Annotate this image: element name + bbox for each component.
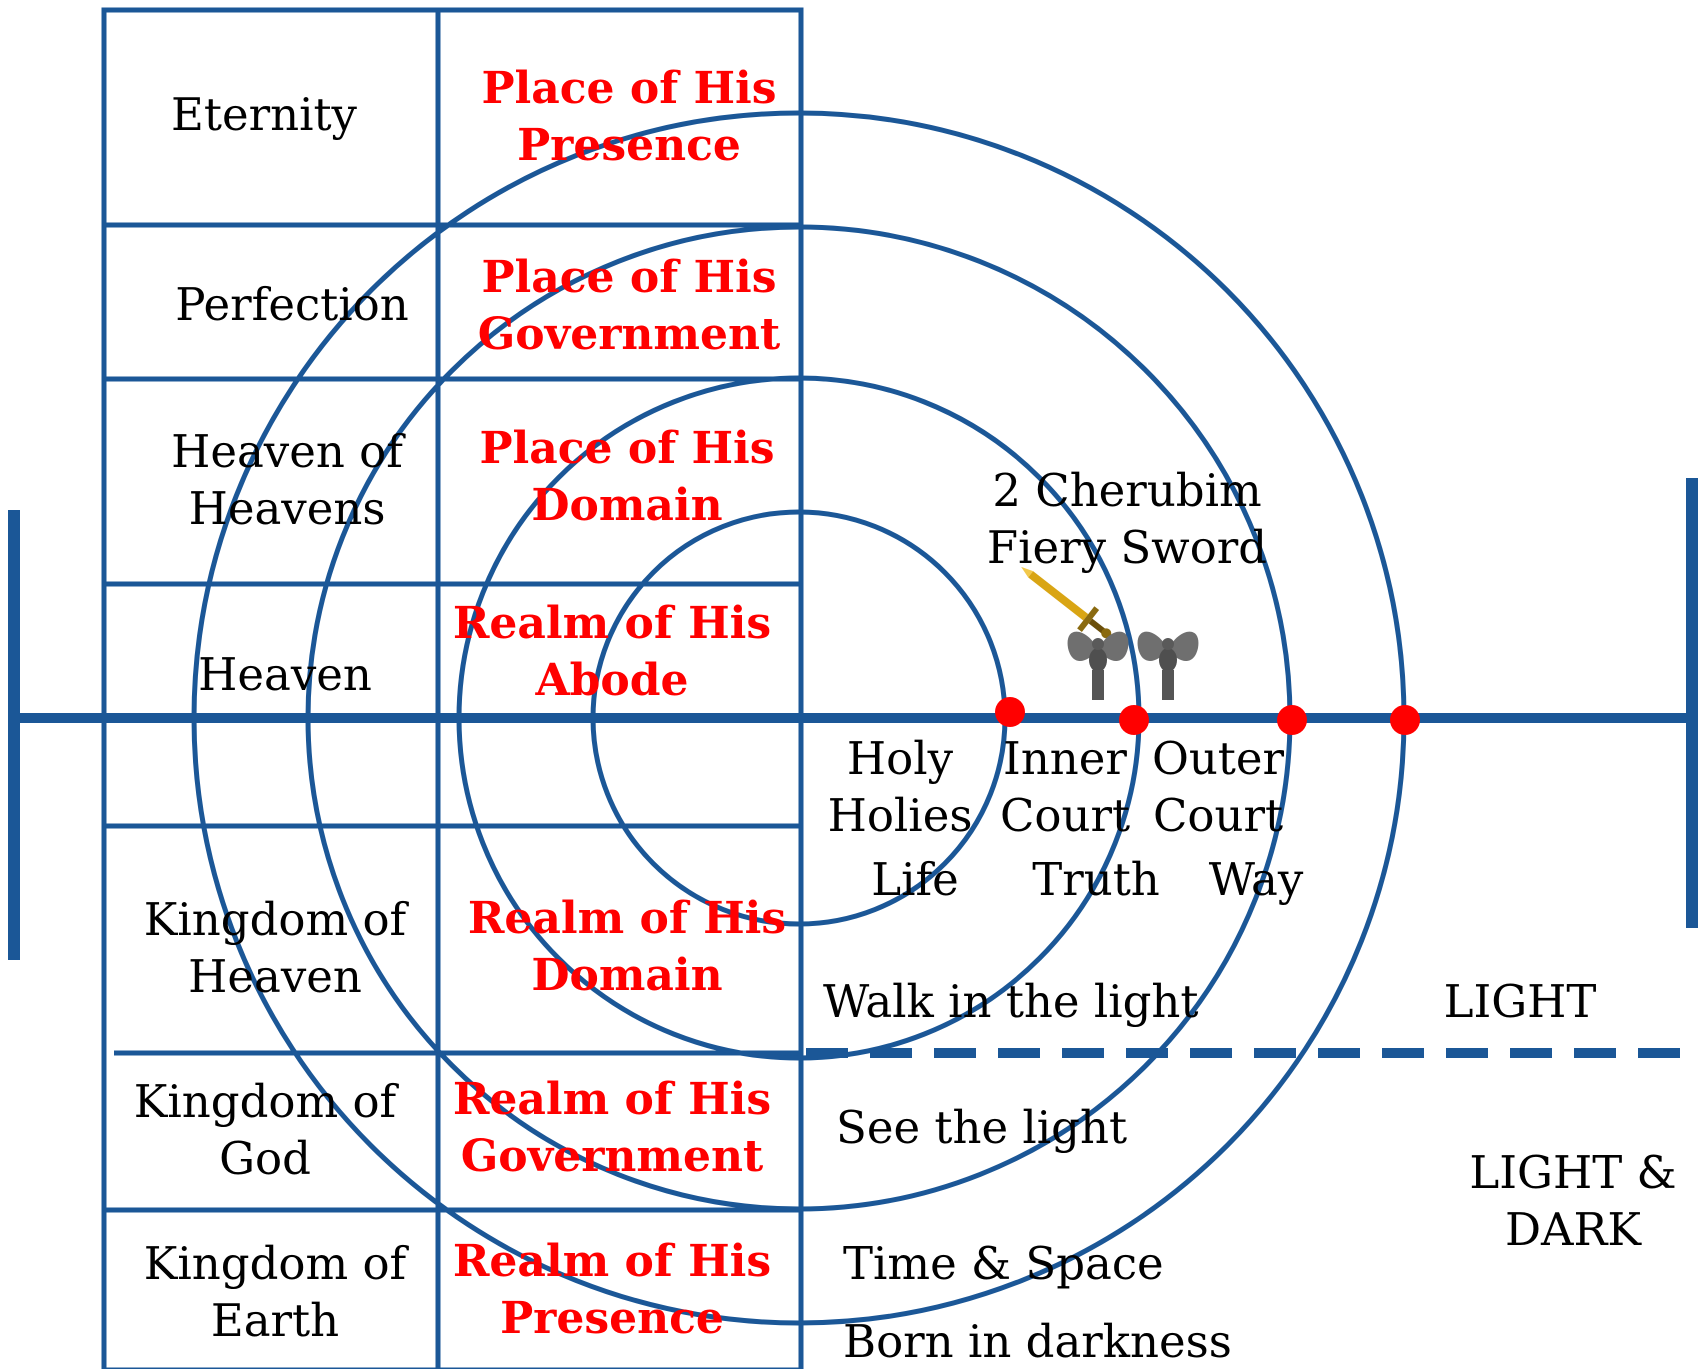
court-attribute-way: Way — [1209, 853, 1304, 906]
table-right-column: Place of His Presence Place of His Gover… — [453, 63, 786, 1344]
cherub-icon — [1137, 631, 1199, 700]
row-label-kingdom-of-earth: Earth — [211, 1294, 339, 1347]
light-label: LIGHT — [1444, 975, 1597, 1028]
court-label-inner-court: Inner — [1003, 732, 1127, 785]
row-realm-place-of-his-domain: Place of His — [479, 423, 774, 474]
row-realm-realm-of-his-abode: Abode — [534, 655, 688, 706]
see-the-light-label: See the light — [836, 1101, 1127, 1154]
court-label-inner-court: Court — [1000, 789, 1130, 842]
row-label-heaven: Heaven — [198, 648, 372, 701]
court-label-holy-holies: Holies — [828, 789, 973, 842]
axis — [8, 478, 1698, 960]
fiery-sword-label: Fiery Sword — [987, 521, 1267, 574]
cherubim-label: 2 Cherubim — [992, 464, 1261, 517]
markers — [995, 697, 1420, 735]
row-realm-realm-of-his-government: Realm of His — [453, 1074, 771, 1125]
court-labels: Holy Holies Life Inner Court Truth Outer… — [828, 732, 1304, 906]
row-realm-place-of-his-government: Place of His — [481, 252, 776, 303]
row-realm-realm-of-his-presence: Realm of His — [453, 1236, 771, 1287]
court-attribute-truth: Truth — [1032, 853, 1160, 906]
row-label-kingdom-of-god: God — [219, 1132, 311, 1185]
marker-dot — [995, 697, 1025, 727]
time-and-space-label: Time & Space — [843, 1237, 1164, 1290]
row-realm-place-of-his-government: Government — [478, 309, 781, 360]
row-realm-place-of-his-presence: Presence — [517, 120, 741, 171]
walk-in-the-light-label: Walk in the light — [823, 975, 1198, 1028]
cherub-icon — [1067, 631, 1129, 700]
row-realm-place-of-his-domain: Domain — [531, 480, 722, 531]
row-label-kingdom-of-earth: Kingdom of — [144, 1237, 410, 1290]
row-realm-realm-of-his-government: Government — [461, 1131, 764, 1182]
row-realm-realm-of-his-domain: Realm of His — [468, 893, 786, 944]
light-and-dark-label: LIGHT & — [1469, 1146, 1676, 1199]
marker-dot — [1119, 705, 1149, 735]
court-label-outer-court: Court — [1153, 789, 1283, 842]
marker-dot — [1277, 705, 1307, 735]
row-realm-realm-of-his-abode: Realm of His — [453, 598, 771, 649]
row-label-heaven-of-heavens: Heaven of — [171, 425, 406, 478]
table-left-column: Eternity Perfection Heaven of Heavens He… — [134, 88, 410, 1347]
sword-icon — [1021, 566, 1112, 639]
row-label-eternity: Eternity — [171, 88, 358, 141]
court-label-holy-holies: Holy — [847, 732, 954, 785]
row-realm-realm-of-his-presence: Presence — [500, 1293, 724, 1344]
row-realm-realm-of-his-domain: Domain — [531, 950, 722, 1001]
born-in-darkness-label: Born in darkness — [843, 1315, 1232, 1368]
row-label-kingdom-of-heaven: Heaven — [188, 950, 362, 1003]
row-label-kingdom-of-god: Kingdom of — [134, 1075, 400, 1128]
row-label-kingdom-of-heaven: Kingdom of — [144, 893, 410, 946]
row-realm-place-of-his-presence: Place of His — [481, 63, 776, 114]
row-label-perfection: Perfection — [175, 278, 408, 331]
court-attribute-life: Life — [871, 853, 959, 906]
marker-dot — [1390, 705, 1420, 735]
court-label-outer-court: Outer — [1152, 732, 1285, 785]
row-label-heaven-of-heavens: Heavens — [189, 482, 386, 535]
light-and-dark-label: DARK — [1505, 1203, 1642, 1256]
table-grid — [101, 7, 804, 1369]
